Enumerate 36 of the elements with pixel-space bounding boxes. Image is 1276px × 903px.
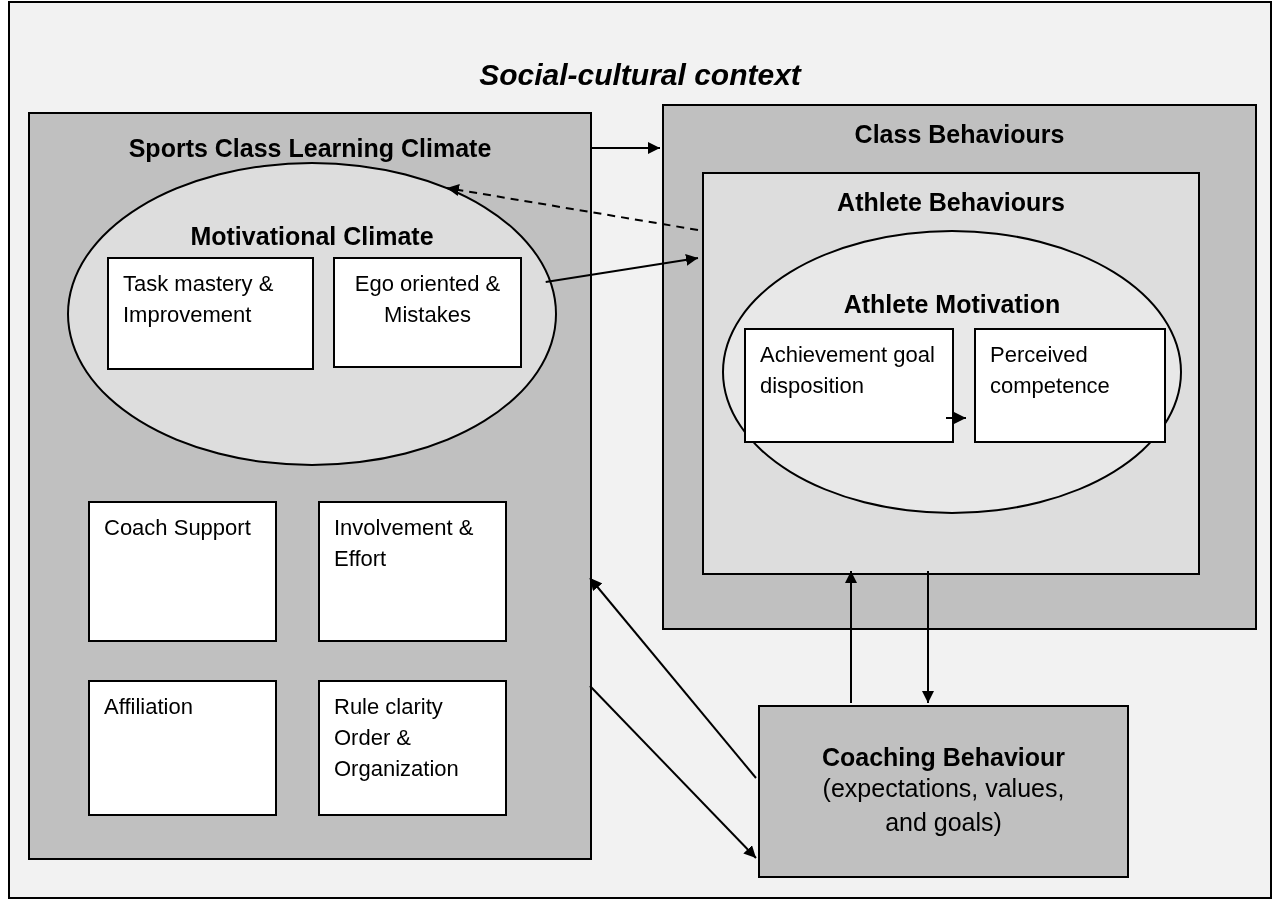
region-heading: Sports Class Learning Climate: [128, 134, 492, 163]
box-label: Involvement & Effort: [334, 514, 475, 573]
concept-box: [318, 501, 507, 642]
dashed-arrow: [445, 184, 699, 231]
arrow: [544, 253, 699, 283]
box-label: Ego oriented & Mistakes: [353, 270, 502, 329]
concept-box: [318, 680, 507, 816]
arrow: [845, 570, 857, 704]
arrow: [922, 570, 934, 704]
box-label: Task mastery & Improvement: [123, 270, 275, 329]
box-label: Rule clarity Order & Organization: [334, 693, 460, 783]
diagram-title: Social-cultural context: [479, 58, 801, 92]
box-label: Perceived competence: [990, 341, 1111, 400]
box-label: Affiliation: [104, 693, 193, 721]
arrow: [945, 412, 967, 424]
region-box: [702, 172, 1200, 575]
arrow: [589, 577, 757, 779]
arrow: [589, 142, 661, 154]
region-heading: Athlete Behaviours: [837, 188, 1065, 217]
concept-box: [744, 328, 954, 443]
concept-box: [88, 501, 277, 642]
arrow: [589, 685, 757, 859]
box-description: (expectations, values, and goals): [821, 773, 1066, 838]
concept-box: [974, 328, 1166, 443]
box-heading: Coaching Behaviour: [821, 743, 1066, 773]
concept-box: [333, 257, 522, 368]
box-label: Achievement goal disposition: [760, 341, 936, 400]
region-box: [28, 112, 592, 860]
concept-box: [107, 257, 314, 370]
region-heading: Athlete Motivation: [843, 290, 1061, 319]
region-box: [662, 104, 1257, 630]
region-heading: Class Behaviours: [854, 120, 1065, 149]
box-label: Coach Support: [104, 514, 251, 542]
region-heading: Motivational Climate: [190, 222, 434, 251]
process-box: [758, 705, 1129, 878]
concept-box: [88, 680, 277, 816]
